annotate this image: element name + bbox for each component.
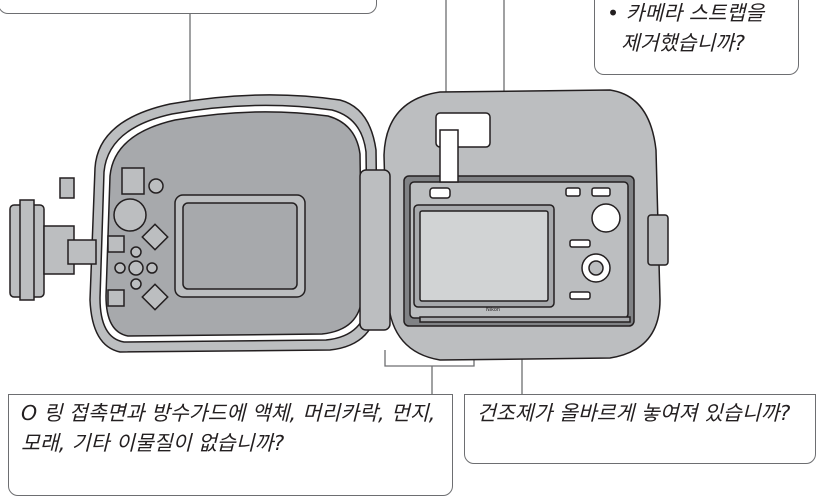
brand-mark: Nikon — [486, 307, 500, 313]
callout-top-right-line2: 제거했습니까? — [621, 31, 746, 55]
callout-bottom-right-text: 건조제가 올바르게 놓여져 있습니까? — [477, 401, 791, 425]
callout-bottom-right: 건조제가 올바르게 놓여져 있습니까? — [464, 394, 816, 464]
callout-top-right-line1: • 카메라 스트랩을 — [607, 1, 765, 25]
housing-body — [359, 89, 669, 361]
housing-latch — [9, 177, 97, 301]
callout-top-left — [0, 0, 377, 14]
housing-door — [89, 94, 379, 353]
callout-bottom-left: O 링 접촉면과 방수가드에 액체, 머리카락, 먼지, 모래, 기타 이물질이… — [8, 394, 453, 496]
callout-top-right: • 카메라 스트랩을 제거했습니까? — [594, 0, 799, 75]
callout-bottom-left-text: O 링 접촉면과 방수가드에 액체, 머리카락, 먼지, 모래, 기타 이물질이… — [21, 401, 436, 455]
